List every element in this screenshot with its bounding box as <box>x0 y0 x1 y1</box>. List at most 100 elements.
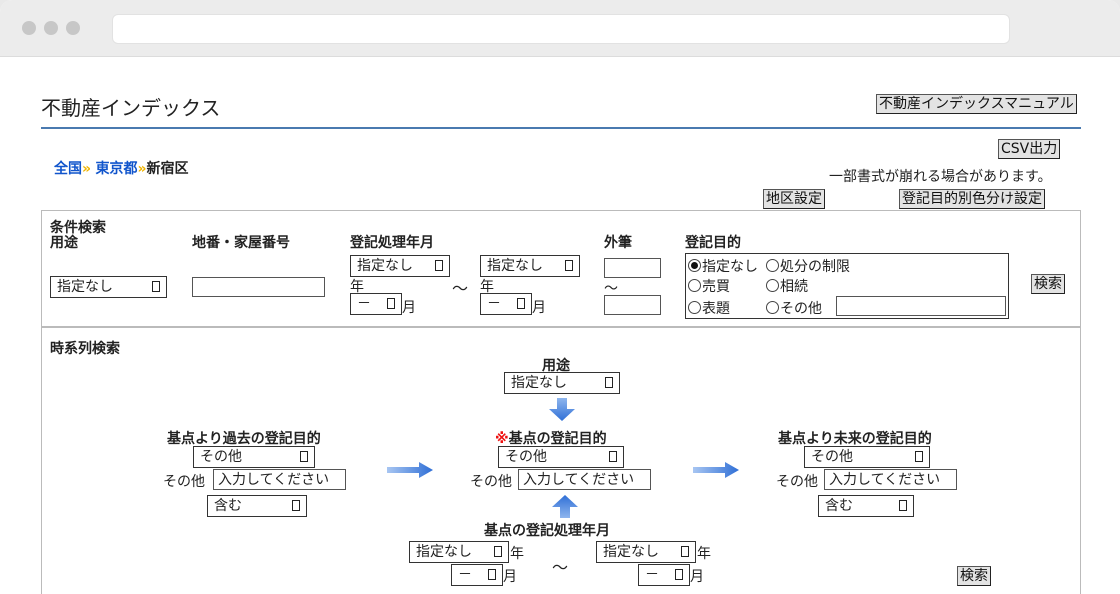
base-date-tilde: ～ <box>552 558 569 577</box>
registration-purpose-label: 登記目的 <box>685 235 741 251</box>
chevron-down-icon <box>494 546 502 557</box>
timeseries-search-panel: 時系列検索 用途 指定なし 基点より過去の登記目的 その他 その他 入力してくだ… <box>41 327 1081 594</box>
to-year-value: 指定なし <box>487 258 543 274</box>
future-other-input[interactable]: 入力してください <box>824 469 957 490</box>
to-year-select[interactable]: 指定なし <box>480 255 580 277</box>
future-include-value: 含む <box>825 498 853 514</box>
to-month-select[interactable]: － <box>480 293 532 315</box>
chevron-down-icon <box>300 451 308 462</box>
layout-notice: 一部書式が崩れる場合があります。 <box>829 169 1052 185</box>
month-unit: 月 <box>532 300 546 316</box>
from-year-value: 指定なし <box>357 258 413 274</box>
timeseries-usage-label: 用途 <box>542 358 570 374</box>
breadcrumb: 全国» 東京都»新宿区 <box>54 158 189 178</box>
breadcrumb-separator: » <box>137 161 147 177</box>
future-include-select[interactable]: 含む <box>818 495 914 517</box>
breadcrumb-national[interactable]: 全国 <box>54 161 82 177</box>
chevron-down-icon <box>435 260 443 271</box>
base-to-year-value: 指定なし <box>603 544 659 560</box>
base-to-month-value: － <box>645 567 659 583</box>
condition-search-button[interactable]: 検索 <box>1031 274 1065 294</box>
arrow-down-icon <box>549 398 575 421</box>
arrow-right-icon <box>387 462 433 478</box>
base-purpose-select[interactable]: その他 <box>498 446 624 468</box>
year-unit: 年 <box>510 546 524 562</box>
from-month-value: － <box>357 296 371 312</box>
month-unit: 月 <box>402 300 416 316</box>
address-bar[interactable] <box>112 14 1010 44</box>
page-content: 不動産インデックス 不動産インデックスマニュアル CSV出力 全国» 東京都»新… <box>0 57 1120 594</box>
from-month-select[interactable]: － <box>350 293 402 315</box>
condition-search-heading: 条件検索 <box>50 220 106 236</box>
purpose-option-other[interactable]: その他 <box>766 298 822 318</box>
radio-icon <box>766 259 779 272</box>
chevron-down-icon <box>899 500 907 511</box>
chevron-down-icon <box>915 451 923 462</box>
past-other-input[interactable]: 入力してください <box>213 469 346 490</box>
past-purpose-value: その他 <box>200 449 242 465</box>
condition-search-panel: 条件検索 用途 指定なし 地番・家屋番号 登記処理年月 指定なし 年 － 月 ～… <box>41 210 1081 327</box>
past-purpose-select[interactable]: その他 <box>193 446 315 468</box>
lot-number-input[interactable] <box>192 277 325 297</box>
lot-number-label: 地番・家屋番号 <box>192 235 290 251</box>
outer-lot-to-input[interactable] <box>604 295 661 315</box>
window-zoom-dot[interactable] <box>66 21 80 35</box>
future-purpose-label: 基点より未来の登記目的 <box>778 431 932 447</box>
year-unit: 年 <box>350 279 364 295</box>
breadcrumb-shinjuku: 新宿区 <box>146 161 189 177</box>
breadcrumb-tokyo[interactable]: 東京都 <box>95 161 138 177</box>
usage-select[interactable]: 指定なし <box>50 276 167 298</box>
to-month-value: － <box>487 296 501 312</box>
timeseries-search-button[interactable]: 検索 <box>957 566 991 586</box>
future-purpose-select[interactable]: その他 <box>804 446 930 468</box>
timeseries-search-heading: 時系列検索 <box>50 341 120 357</box>
purpose-option-none[interactable]: 指定なし <box>688 256 758 276</box>
outer-lot-from-input[interactable] <box>604 258 661 278</box>
radio-icon <box>766 301 779 314</box>
arrow-right-icon <box>693 462 739 478</box>
base-to-year-select[interactable]: 指定なし <box>596 541 696 563</box>
past-purpose-label: 基点より過去の登記目的 <box>167 431 321 447</box>
purpose-option-inheritance[interactable]: 相続 <box>766 276 808 296</box>
timeseries-usage-select[interactable]: 指定なし <box>504 372 620 394</box>
purpose-option-title[interactable]: 表題 <box>688 298 730 318</box>
csv-export-button[interactable]: CSV出力 <box>998 139 1061 159</box>
base-purpose-label: ※基点の登記目的 <box>495 431 607 447</box>
page-title: 不動産インデックス <box>41 96 221 120</box>
usage-label: 用途 <box>50 235 78 251</box>
base-from-month-select[interactable]: － <box>451 564 503 586</box>
chevron-down-icon <box>675 569 683 580</box>
past-include-value: 含む <box>214 498 242 514</box>
base-from-year-select[interactable]: 指定なし <box>409 541 509 563</box>
past-include-select[interactable]: 含む <box>207 495 307 517</box>
purpose-option-restriction[interactable]: 処分の制限 <box>766 256 850 276</box>
year-unit: 年 <box>480 279 494 295</box>
manual-button[interactable]: 不動産インデックスマニュアル <box>876 94 1077 114</box>
base-date-label: 基点の登記処理年月 <box>484 523 610 539</box>
base-other-input[interactable]: 入力してください <box>518 469 651 490</box>
date-range-tilde: ～ <box>452 279 469 298</box>
purpose-radio-group: 指定なし 処分の制限 売買 相続 表題 その他 <box>685 253 1009 319</box>
base-purpose-value: その他 <box>505 449 547 465</box>
year-unit: 年 <box>697 546 711 562</box>
registration-date-label: 登記処理年月 <box>350 235 434 251</box>
timeseries-usage-value: 指定なし <box>511 375 567 391</box>
window-close-dot[interactable] <box>22 21 36 35</box>
purpose-color-settings-button[interactable]: 登記目的別色分け設定 <box>899 189 1045 209</box>
future-purpose-value: その他 <box>811 449 853 465</box>
outer-lot-label: 外筆 <box>604 235 632 251</box>
arrow-up-icon <box>552 495 578 518</box>
purpose-option-sale[interactable]: 売買 <box>688 276 730 296</box>
base-to-month-select[interactable]: － <box>638 564 690 586</box>
chevron-down-icon <box>292 500 300 511</box>
usage-select-value: 指定なし <box>57 279 113 295</box>
browser-chrome <box>0 0 1120 57</box>
base-from-year-value: 指定なし <box>416 544 472 560</box>
purpose-other-input[interactable] <box>836 296 1006 316</box>
chevron-down-icon <box>517 298 525 309</box>
future-other-label: その他 <box>776 474 818 490</box>
from-year-select[interactable]: 指定なし <box>350 255 450 277</box>
district-settings-button[interactable]: 地区設定 <box>763 189 825 209</box>
window-minimize-dot[interactable] <box>44 21 58 35</box>
